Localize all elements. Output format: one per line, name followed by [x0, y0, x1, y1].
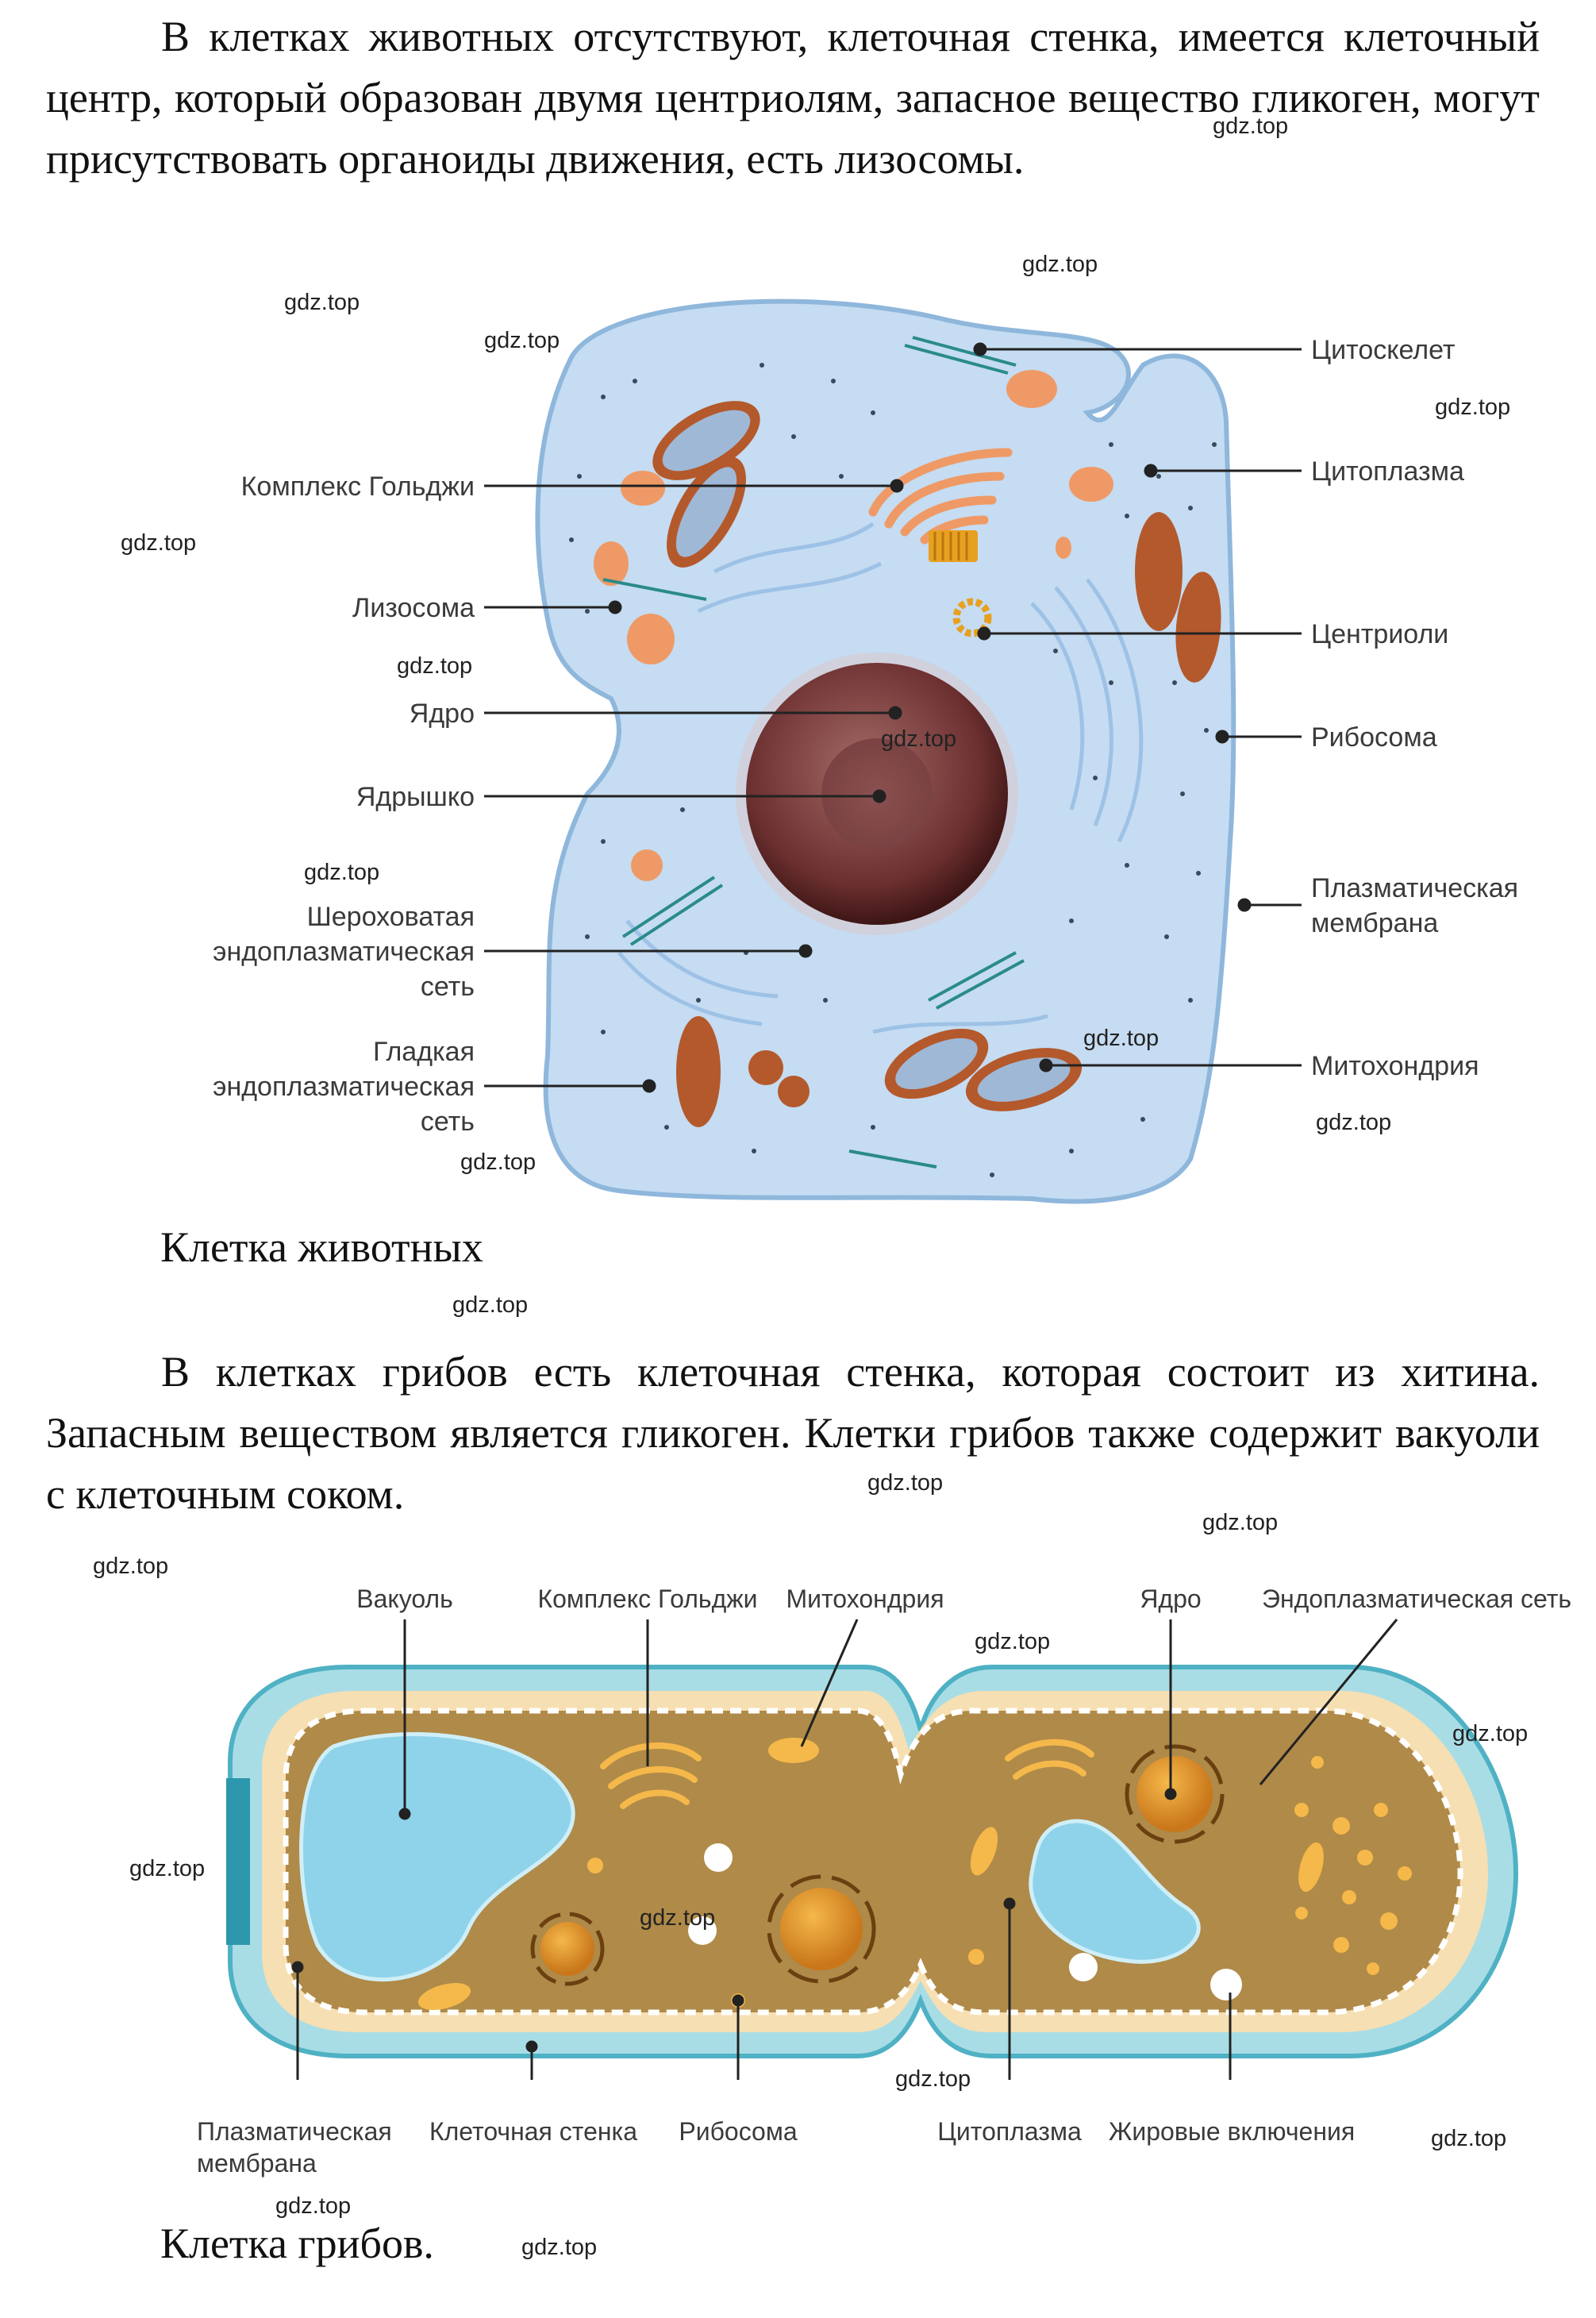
- label-fungal-plasma-membrane-1: Плазматическая: [197, 2117, 392, 2146]
- watermark: gdz.top: [1202, 1510, 1279, 1535]
- paragraph-fungal: В клетках грибов есть клеточная стенка, …: [46, 1348, 1540, 1518]
- cytoskeleton: [602, 336, 1025, 1169]
- watermark: gdz.top: [895, 2066, 971, 2092]
- mitochondrion: [1175, 572, 1221, 683]
- label-cytoskeleton: Цитоскелет: [1311, 335, 1455, 365]
- watermark: gdz.top: [129, 1856, 206, 1881]
- watermark: gdz.top: [1431, 2126, 1507, 2151]
- label-mitochondrion: Митохондрия: [1311, 1051, 1479, 1081]
- fungal-golgi: [600, 1738, 1094, 1809]
- label-rough-er-2: эндоплазматическая: [213, 937, 475, 967]
- mitochondrion: [676, 1016, 721, 1127]
- fungal-cell-diagram: Вакуоль Комплекс Гольджи Митохондрия Ядр…: [197, 1584, 1571, 2177]
- watermark: gdz.top: [304, 860, 380, 885]
- golgi-apparatus: [868, 448, 1013, 545]
- mitochondrion: [1135, 512, 1183, 631]
- watermark: gdz.top: [284, 290, 360, 315]
- watermark: gdz.top: [452, 1292, 529, 1318]
- watermark: gdz.top: [975, 1629, 1051, 1654]
- label-golgi: Комплекс Гольджи: [241, 472, 475, 502]
- label-vacuole: Вакуоль: [356, 1584, 453, 1613]
- watermark: gdz.top: [867, 1470, 944, 1496]
- watermark: gdz.top: [93, 1554, 169, 1579]
- label-smooth-er-2: эндоплазматическая: [213, 1072, 475, 1102]
- label-cell-wall: Клеточная стенка: [429, 2117, 637, 2146]
- label-lysosome: Лизосома: [352, 593, 475, 623]
- watermark: gdz.top: [275, 2193, 352, 2219]
- vacuole: [299, 1732, 575, 1981]
- watermark: gdz.top: [460, 1149, 536, 1175]
- ribosomes: [569, 363, 1217, 1177]
- watermark: gdz.top: [1452, 1721, 1529, 1746]
- label-plasma-membrane-1: Плазматическая: [1311, 873, 1518, 903]
- watermark: gdz.top: [640, 1905, 716, 1931]
- mitochondrion: [778, 1076, 810, 1107]
- label-rough-er-3: сеть: [421, 972, 475, 1002]
- watermark: gdz.top: [1022, 252, 1098, 277]
- watermark: gdz.top: [1435, 395, 1511, 420]
- label-centrioles: Центриоли: [1311, 619, 1448, 649]
- watermark: gdz.top: [121, 530, 197, 556]
- animal-leader-lines: [484, 342, 1302, 1093]
- label-fungal-plasma-membrane-2: мембрана: [197, 2149, 317, 2177]
- label-rough-er-1: Шероховатая: [307, 902, 475, 932]
- label-fat-inclusions: Жировые включения: [1109, 2117, 1355, 2146]
- label-nucleus: Ядро: [410, 699, 475, 729]
- fungal-nuclei: [530, 1744, 1225, 1986]
- label-smooth-er-3: сеть: [421, 1107, 475, 1137]
- label-smooth-er-1: Гладкая: [373, 1037, 475, 1067]
- lysosomes: [594, 370, 1113, 881]
- paragraph-animal: В клетках животных отсутствуют, клеточна…: [46, 13, 1540, 183]
- vacuole: [1029, 1819, 1201, 1964]
- endoplasmic-reticulum: [617, 522, 1144, 1034]
- fungal-mitochondria: [417, 1738, 1324, 2010]
- watermark: gdz.top: [1316, 1110, 1392, 1135]
- label-fungal-mitochondrion: Митохондрия: [786, 1584, 944, 1613]
- watermark: gdz.top: [1213, 114, 1289, 139]
- label-fungal-ribosome: Рибосома: [679, 2117, 798, 2146]
- label-cytoplasm: Цитоплазма: [1311, 456, 1464, 487]
- watermark: gdz.top: [1083, 1026, 1160, 1051]
- watermark: gdz.top: [484, 328, 560, 353]
- watermark: gdz.top: [397, 653, 473, 679]
- caption-fungal-cell: Клетка грибов.: [160, 2220, 434, 2267]
- label-plasma-membrane-2: мембрана: [1311, 908, 1438, 938]
- label-ribosome: Рибосома: [1311, 722, 1437, 753]
- caption-animal-cell: Клетка животных: [160, 1223, 483, 1271]
- mitochondria-group: [652, 401, 1221, 1127]
- label-fungal-nucleus: Ядро: [1140, 1584, 1201, 1613]
- watermark: gdz.top: [521, 2235, 598, 2260]
- animal-cell-diagram: Комплекс Гольджи Лизосома Ядро Ядрышко Ш…: [213, 298, 1518, 1204]
- mitochondrion: [748, 1050, 783, 1085]
- label-nucleolus: Ядрышко: [356, 782, 475, 812]
- mitochondrion: [895, 1038, 978, 1090]
- mitochondrion: [675, 467, 737, 557]
- label-fungal-er: Эндоплазматическая сеть: [1262, 1584, 1571, 1613]
- label-fungal-golgi: Комплекс Гольджи: [537, 1584, 757, 1613]
- fungal-leader-lines: [291, 1619, 1398, 2080]
- centrioles: [929, 530, 992, 637]
- watermark: gdz.top: [881, 726, 957, 752]
- mitochondrion: [662, 410, 751, 472]
- label-fungal-cytoplasm: Цитоплазма: [937, 2117, 1082, 2146]
